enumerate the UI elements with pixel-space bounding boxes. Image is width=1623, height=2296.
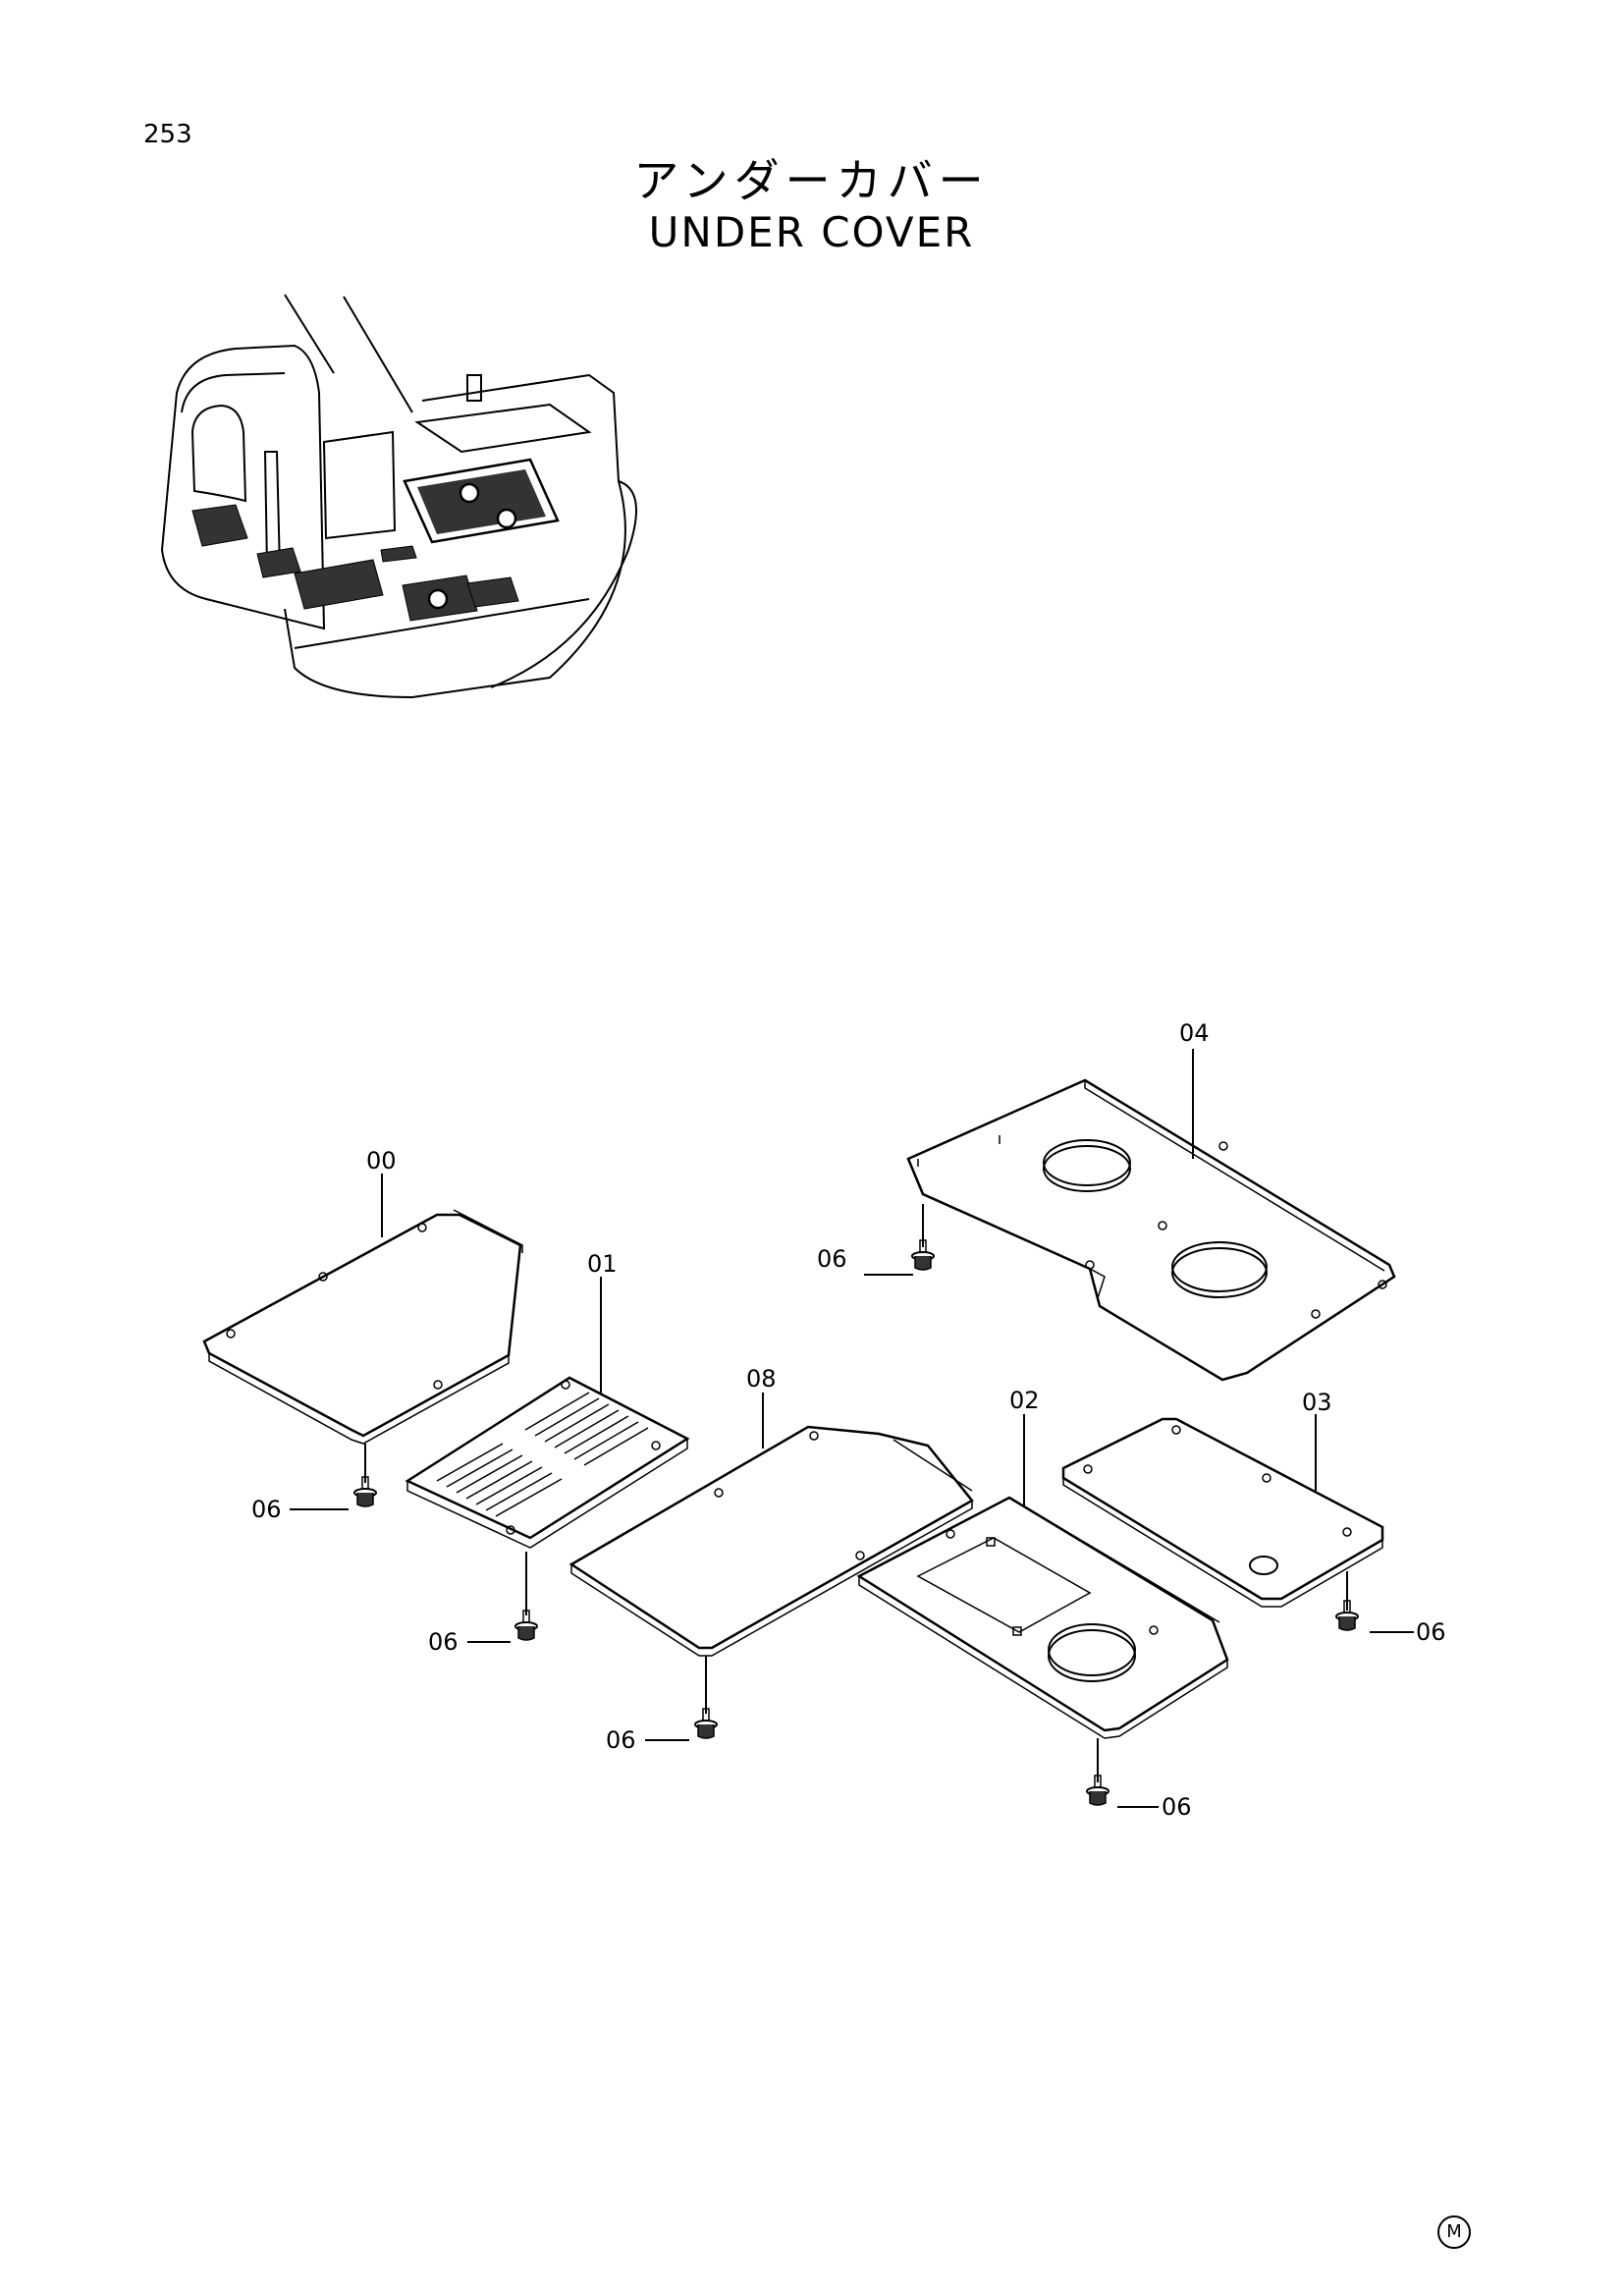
- part-01-grille-plate: [405, 1376, 690, 1549]
- callout-00: 00: [366, 1147, 397, 1175]
- callout-06: 06: [1416, 1618, 1446, 1646]
- machine-overview-illustration: [160, 294, 637, 699]
- callout-06: 06: [1162, 1793, 1192, 1821]
- callout-06: 06: [251, 1496, 282, 1523]
- callout-04: 04: [1179, 1019, 1210, 1047]
- callout-08: 08: [746, 1365, 777, 1393]
- callout-03: 03: [1302, 1389, 1332, 1416]
- page-number: 253: [143, 120, 192, 149]
- part-08-plate: [568, 1425, 974, 1657]
- page-title-english: UNDER COVER: [648, 208, 975, 256]
- callout-02: 02: [1009, 1387, 1040, 1414]
- part-03-plate: [1061, 1417, 1384, 1608]
- bolt-06: [694, 1708, 718, 1739]
- part-04-plate: [906, 1078, 1396, 1382]
- bolt-06: [514, 1610, 538, 1641]
- page-title-japanese: アンダーカバー: [633, 154, 990, 207]
- callout-06: 06: [817, 1245, 847, 1273]
- part-00-plate: [202, 1209, 523, 1445]
- callout-06: 06: [428, 1628, 459, 1656]
- part-02-plate: [856, 1496, 1229, 1739]
- trademark-circle-mark: M: [1437, 2215, 1471, 2249]
- callout-01: 01: [587, 1250, 618, 1278]
- bolt-06: [353, 1476, 377, 1507]
- leader-lines: [290, 1049, 1414, 1808]
- callout-06: 06: [606, 1726, 636, 1754]
